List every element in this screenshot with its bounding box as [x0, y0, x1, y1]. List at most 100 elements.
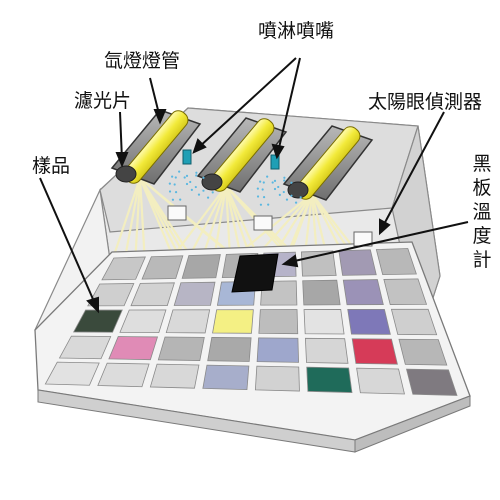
sample-panel: [44, 361, 100, 386]
spray-droplet: [183, 176, 186, 179]
spray-droplet: [283, 176, 286, 179]
spray-droplets-2: [256, 175, 302, 206]
sample-panel: [256, 337, 300, 363]
sample-panel: [207, 337, 252, 362]
spray-droplet: [189, 180, 192, 184]
spray-droplet: [283, 179, 286, 182]
spray-droplet: [178, 170, 181, 173]
sample-panel: [173, 281, 216, 306]
sample-panel: [338, 249, 377, 276]
sample-tray-right-edge: [354, 395, 471, 453]
spray-droplet: [290, 181, 293, 184]
xenon-lamp-3: [282, 125, 374, 201]
sample-panel: [383, 278, 428, 305]
sun-sensor-1: [167, 205, 187, 221]
sample-panel: [406, 368, 458, 396]
xenon-lamp-1: [110, 109, 202, 185]
sample-panel: [390, 308, 438, 336]
sample-panel: [119, 309, 167, 334]
spray-droplet: [206, 196, 210, 199]
spray-droplet: [278, 193, 281, 197]
sample-panel: [58, 335, 112, 360]
label-sample: 樣品: [32, 155, 71, 177]
spray-droplet: [185, 174, 189, 177]
spray-droplet: [256, 187, 259, 190]
sample-panel: [254, 365, 300, 392]
spray-nozzle-1: [168, 149, 214, 201]
sample-panel: [181, 254, 221, 279]
sample-panel: [72, 309, 123, 333]
sample-panel: [97, 362, 150, 388]
spray-droplet: [195, 174, 198, 177]
sample-panel: [108, 336, 159, 361]
sample-panel: [375, 248, 417, 276]
spray-droplet: [194, 185, 197, 189]
sample-panel: [351, 338, 398, 365]
spray-droplet: [277, 185, 280, 189]
label-black-panel-thermometer: 黑 板 溫 度 計: [472, 152, 492, 272]
spray-droplet: [282, 190, 285, 194]
sample-panel: [347, 308, 391, 335]
black-panel-char: 度: [472, 225, 492, 247]
sample-panel: [202, 364, 250, 391]
spray-droplet: [259, 203, 263, 206]
sun-sensor-2: [253, 215, 273, 231]
black-panel-char: 板: [472, 177, 492, 199]
spray-droplet: [195, 171, 198, 174]
spray-droplet: [299, 196, 302, 199]
xenon-lamp-2: [196, 117, 288, 193]
sample-panel: [304, 337, 349, 364]
spray-droplet: [168, 182, 171, 185]
spray-droplet: [197, 193, 201, 196]
sample-panel: [149, 363, 200, 389]
label-xenon-lamp: 氙燈燈管: [104, 50, 181, 72]
spray-droplet: [262, 181, 265, 184]
spray-droplets-1: [168, 170, 214, 201]
spray-droplet: [267, 203, 270, 206]
sample-panel: [212, 309, 254, 334]
spray-droplet: [256, 195, 260, 198]
sample-panel: [101, 256, 146, 281]
spray-droplet: [174, 191, 178, 194]
sample-panel: [342, 279, 384, 306]
spray-droplet: [261, 188, 264, 191]
spray-droplet: [202, 189, 205, 192]
spray-droplet: [285, 198, 289, 201]
spray-droplet: [171, 175, 174, 178]
black-panel-char: 黑: [472, 153, 492, 175]
black-panel-char: 計: [472, 249, 492, 271]
label-filter: 濾光片: [74, 90, 132, 112]
spray-droplet: [271, 181, 274, 184]
sample-panels: [44, 248, 458, 396]
spray-droplet: [273, 179, 277, 182]
sample-panel: [302, 279, 341, 306]
sample-panel: [258, 309, 299, 335]
spray-nozzle-2: [256, 154, 302, 206]
spray-droplet: [168, 190, 172, 193]
sample-panel: [303, 309, 345, 335]
spray-droplet: [174, 176, 177, 179]
sample-panel: [130, 282, 175, 307]
sample-panel: [356, 367, 405, 395]
spray-droplet: [211, 191, 214, 194]
spray-droplet: [259, 180, 262, 183]
spray-droplet: [173, 183, 176, 186]
label-spray-nozzle: 噴淋噴嘴: [258, 20, 335, 42]
spray-droplet: [171, 198, 175, 201]
spray-droplet: [179, 198, 182, 201]
spray-droplet: [290, 194, 293, 197]
black-panel-thermometer: [231, 253, 279, 293]
spray-droplet: [294, 201, 298, 204]
spray-droplet: [190, 188, 193, 192]
black-panel-char: 溫: [472, 201, 492, 223]
sample-panel: [157, 336, 205, 361]
sample-panel: [306, 366, 353, 393]
spray-droplet: [266, 175, 269, 178]
spray-droplet: [185, 182, 189, 186]
leader-lines: [39, 57, 469, 314]
label-sun-sensor: 太陽眼偵測器: [368, 91, 483, 113]
sample-panel: [141, 255, 184, 280]
sample-panel: [398, 338, 448, 366]
spray-droplet: [273, 187, 277, 191]
